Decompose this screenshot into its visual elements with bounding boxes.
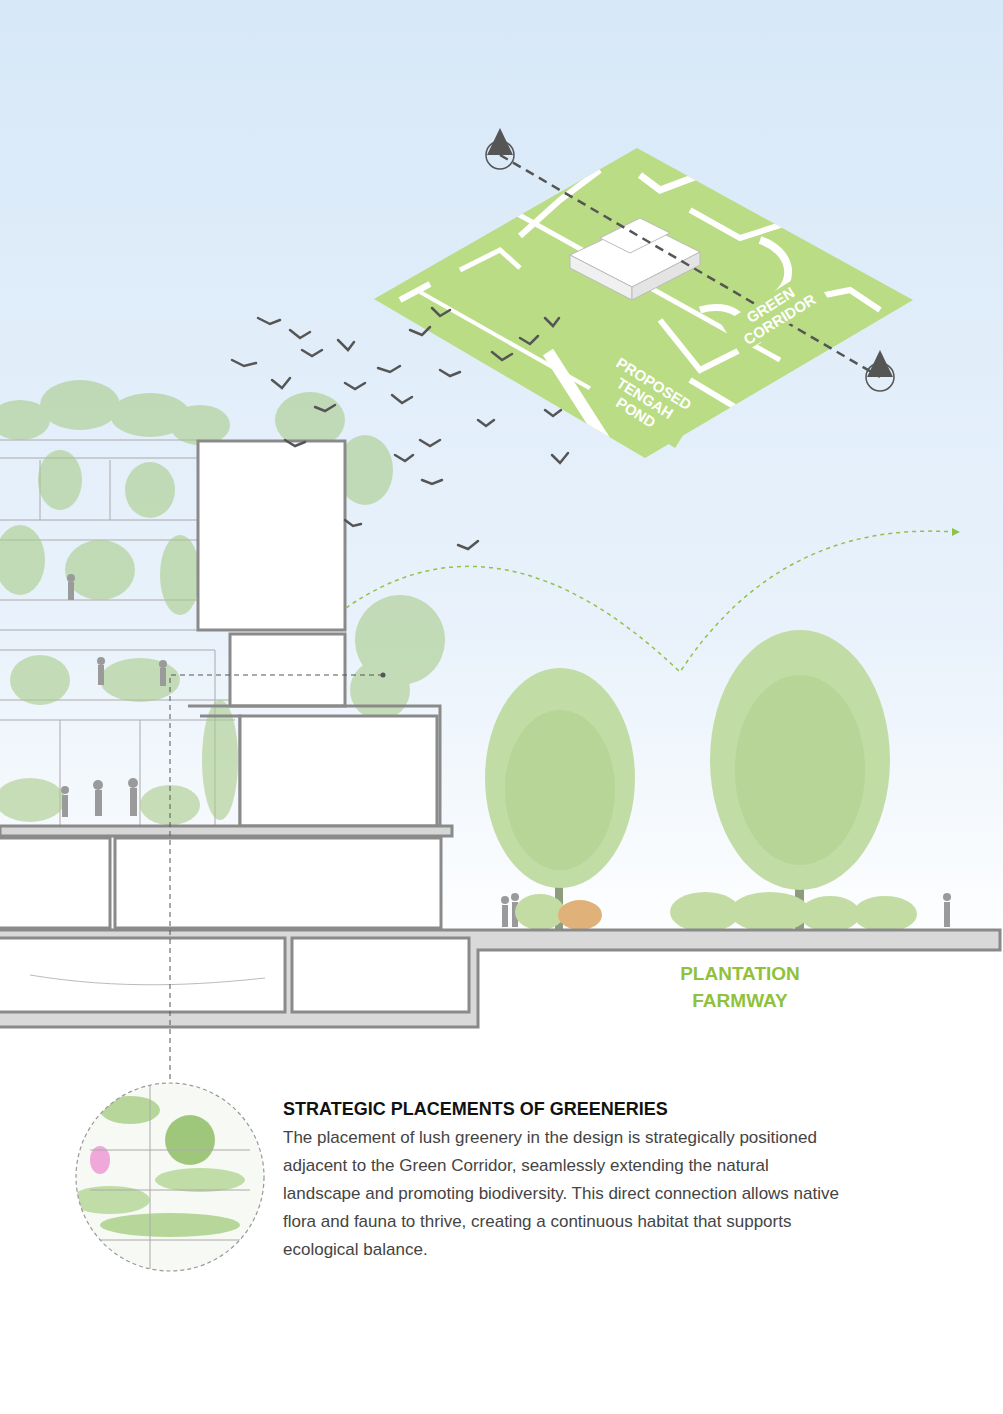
arrow-head	[952, 528, 960, 536]
leader-line	[170, 675, 383, 1082]
people	[61, 574, 951, 927]
zone-label: PLANTATION FARMWAY	[628, 959, 852, 1015]
birds	[232, 308, 568, 549]
section-heading: STRATEGIC PLACEMENTS OF GREENERIES	[283, 1097, 883, 1121]
shrubs	[515, 892, 917, 932]
body-text: The placement of lush greenery in the de…	[283, 1124, 848, 1264]
detail-vignette	[70, 1083, 264, 1271]
site-map	[374, 128, 913, 495]
building-section	[0, 441, 1000, 1027]
flight-path	[346, 531, 955, 672]
trees	[485, 630, 890, 930]
ramp	[30, 975, 265, 985]
leader-dot	[381, 673, 386, 678]
foliage	[0, 380, 445, 825]
